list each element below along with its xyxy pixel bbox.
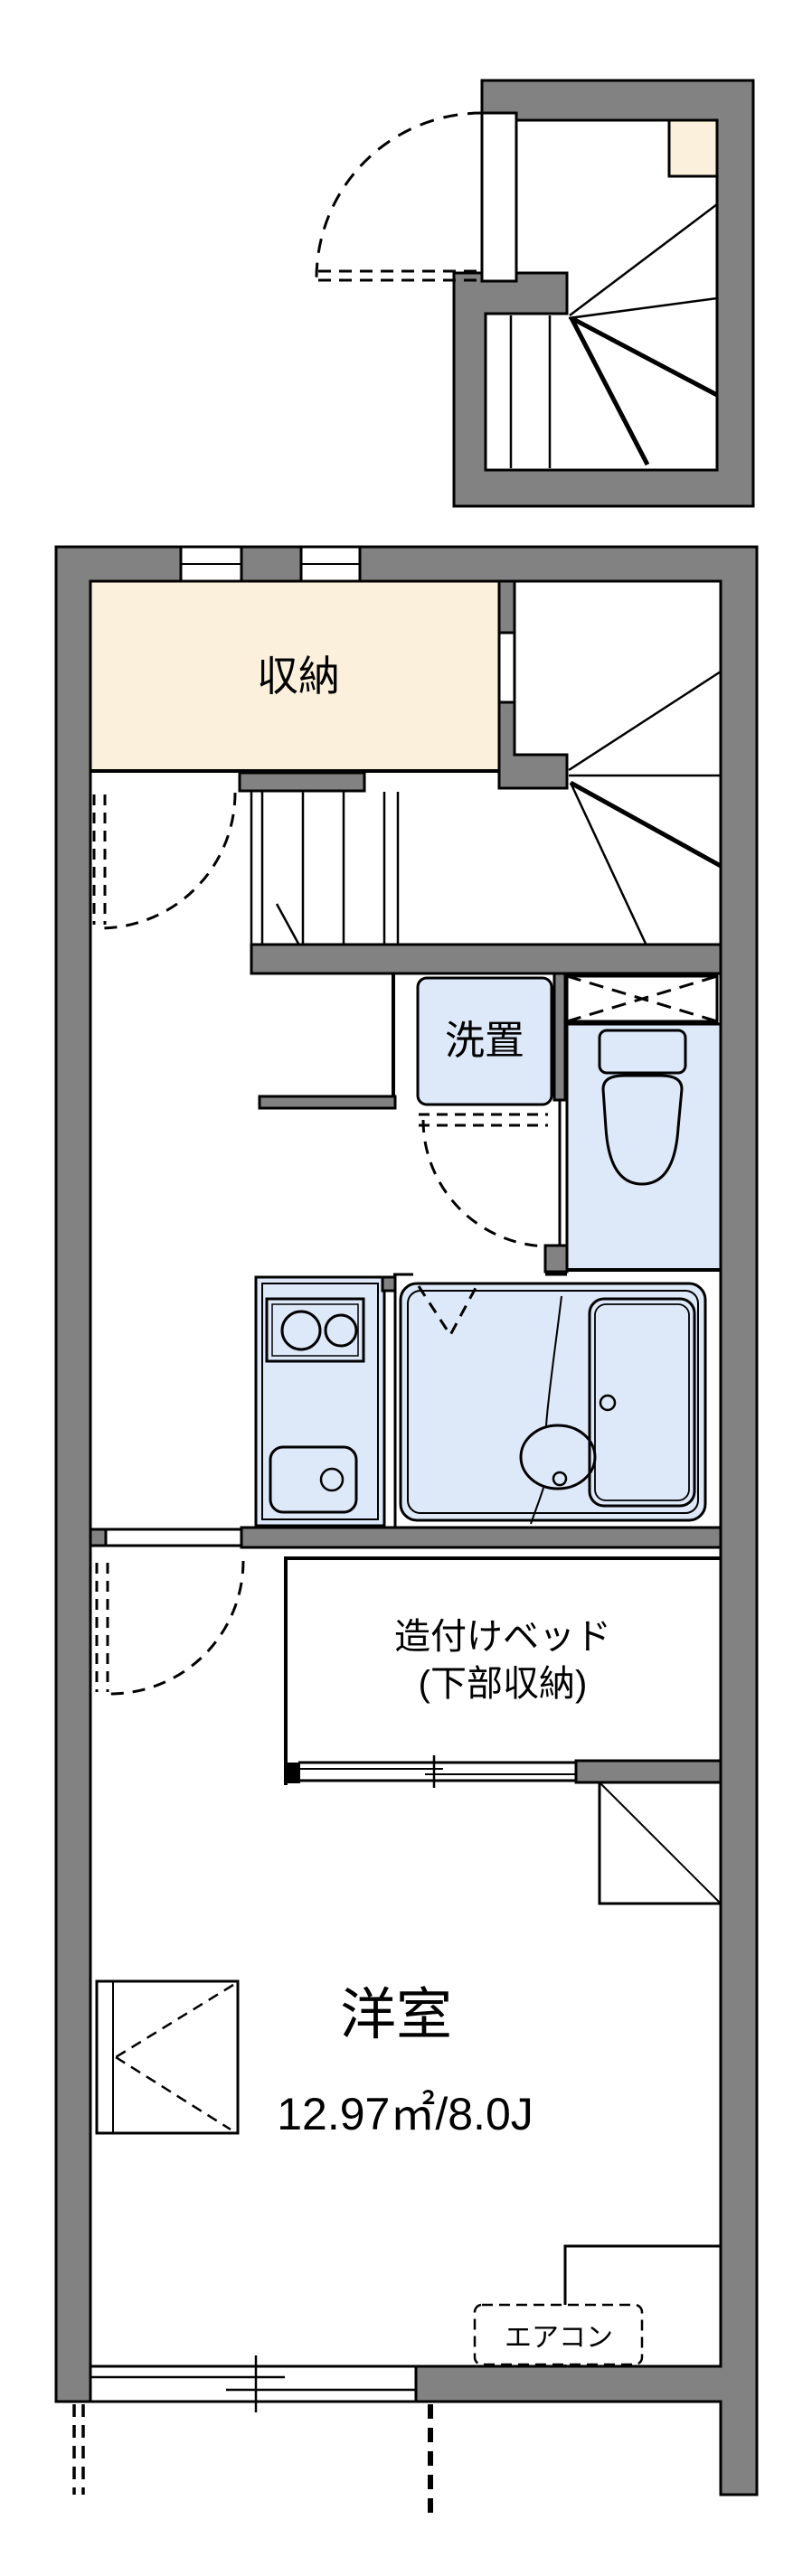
main-floor-plan: 収納 — [54, 545, 759, 2520]
kitchen-side-stub — [381, 1275, 397, 1293]
laundry-area: 洗置 — [258, 973, 553, 1248]
hall-door-swing-arc — [99, 792, 237, 930]
boundary-dashes — [72, 2404, 433, 2520]
stair-tread — [569, 782, 647, 945]
western-room-label: 洋室 — [340, 1984, 452, 2046]
stair-tread — [568, 670, 722, 772]
storage-room: 収納 — [89, 579, 504, 793]
hall-door — [92, 792, 237, 930]
toilet-icon — [598, 1029, 687, 1186]
storage-bottom-wall — [238, 771, 366, 793]
mid-bottom-wall — [240, 1526, 722, 1549]
bed-window-jamb — [286, 1763, 300, 1783]
entrance-door — [315, 111, 518, 283]
entrance-door-leaf — [480, 111, 518, 283]
toilet-room — [543, 972, 722, 1274]
wash-basin-icon — [519, 1295, 597, 1525]
aircon-label: エアコン — [505, 2323, 613, 2353]
bed-bottom-wall — [574, 1759, 722, 1784]
room-entry-door — [95, 1560, 245, 1696]
entrance-shoe-cabinet — [667, 118, 719, 178]
stair-tread — [570, 315, 719, 398]
bed-window — [298, 1755, 576, 1788]
stair-newel-wall — [497, 700, 569, 790]
side-window-icon — [95, 1979, 240, 2135]
staircase-upper — [509, 203, 719, 468]
kitchen-sink-icon — [269, 1445, 358, 1514]
western-room-area-label: 12.97㎡/8.0J — [277, 2089, 533, 2139]
upper-floor-plan — [315, 79, 755, 508]
refrigerator-space-icon — [598, 1781, 722, 1905]
entrance-door-swing-arc — [315, 111, 483, 279]
bathroom — [393, 1273, 707, 1528]
stair-tread — [568, 296, 718, 320]
bathtub-icon — [588, 1297, 696, 1508]
stair-tread — [569, 316, 650, 466]
laundry-label: 洗置 — [445, 1019, 524, 1063]
kitchen-unit — [254, 1275, 397, 1528]
kitchen-counter — [254, 1275, 386, 1528]
bed-label-line1: 造付けベッド — [394, 1617, 611, 1657]
bed-area: 造付けベッド (下部収納) — [284, 1556, 722, 1905]
bed-label-line2: (下部収納) — [419, 1664, 588, 1704]
toilet-partition-stub — [543, 1244, 569, 1274]
stair-tread — [275, 903, 300, 945]
top-window-left — [179, 545, 243, 583]
top-window-right — [299, 545, 362, 583]
overhead-shelf-icon — [565, 974, 719, 1023]
bottom-window — [89, 2355, 418, 2412]
corridor-opening — [104, 1528, 243, 1547]
washroom-stub-wall — [258, 1095, 397, 1110]
stove-icon — [265, 1297, 365, 1363]
stair-tread — [569, 780, 722, 869]
bed-room-outline — [284, 1556, 721, 1785]
western-room: 洋室 12.97㎡/8.0J エアコン — [89, 1979, 722, 2412]
stair-bottom-wall — [250, 943, 722, 975]
storage-label: 収納 — [257, 653, 340, 700]
stair-tread — [569, 203, 718, 316]
laundry-box — [416, 976, 553, 1106]
storage-partition — [497, 579, 569, 790]
room-door-swing-arc — [109, 1560, 245, 1696]
storage-floor — [89, 579, 503, 773]
bath-unit — [399, 1282, 707, 1522]
toilet-partition — [552, 972, 567, 1102]
aircon-box: エアコン — [473, 2303, 644, 2366]
partition-opening — [497, 631, 516, 704]
staircase-main — [250, 670, 722, 975]
corridor-jamb — [89, 1528, 108, 1547]
washroom-door-swing-arc — [421, 1119, 551, 1248]
